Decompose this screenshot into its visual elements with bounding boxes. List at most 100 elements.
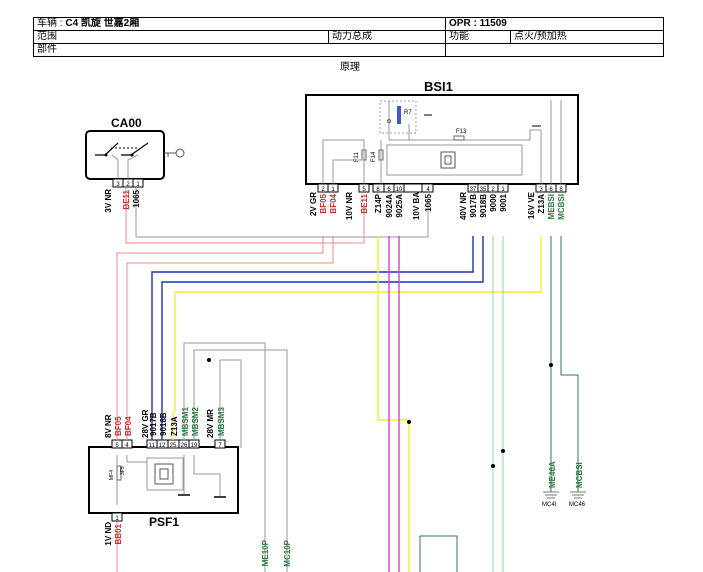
- bsi-wire-9024a: 9024A: [385, 194, 394, 218]
- ca00-conn-pin: 2: [126, 182, 130, 188]
- junction-dot: [207, 358, 211, 362]
- psf-module: PSF1 MF4 3F5 5 4 11 12 25 26 19 7: [88, 407, 239, 546]
- bsi-conn-e-pin: 8: [559, 187, 563, 193]
- ca00-wire-1065: 1065: [132, 189, 141, 207]
- bsi-conn-d-pin: 35: [480, 187, 487, 193]
- wire-stub: [419, 535, 458, 572]
- bsi-conn-e-pin: 3: [539, 187, 543, 193]
- vehicle-value: C4 凯旋 世嘉2厢: [65, 18, 140, 30]
- bsi-conn-b-pin: 5: [362, 187, 366, 193]
- psf-wire-bb01: BB01: [114, 523, 123, 544]
- bsi-box: [305, 94, 579, 185]
- psf-wire-mbsm3: MBSM3: [217, 407, 226, 436]
- ca00-conn-box: [112, 178, 144, 188]
- psf-conn-b-pin: 26: [181, 443, 188, 449]
- bsi-title: BSI1: [424, 79, 453, 94]
- part-value: [445, 43, 664, 57]
- bsi-conn-a-pin: 1: [331, 187, 335, 193]
- psf-title: PSF1: [149, 515, 179, 529]
- junction-dot: [407, 420, 411, 424]
- psf-internal-wire: [193, 455, 221, 496]
- psf-chip-core: [159, 468, 169, 480]
- bsi-conn-d-pin: 2: [491, 187, 495, 193]
- psf-internal-wire: [126, 455, 147, 463]
- bsi-conn-a-label: 2V GR: [309, 192, 318, 216]
- wire-me46a-label: ME46A: [548, 461, 557, 488]
- bsi-wire-1065: 1065: [424, 193, 433, 211]
- ca00-wire: [127, 154, 139, 179]
- wire-z13a: [174, 236, 542, 412]
- wire-9018b: [161, 236, 484, 412]
- bsi-conn-c-pin: 4: [426, 187, 430, 193]
- bsi-conn-b-label: 10V NR: [345, 192, 354, 220]
- psf-conn-b-label: 28V GR: [141, 409, 150, 438]
- wire-mbsm1: [183, 342, 266, 572]
- bsi-wire-z13a: Z13A: [537, 194, 546, 214]
- bsi-conn-b-box: [358, 183, 370, 193]
- psf-wire-mbsm1: MBSM1: [181, 407, 190, 436]
- bsi-wire-mebsi: MEBSI: [547, 194, 556, 219]
- wire-bf04: [126, 236, 334, 412]
- psf-conn-b-pin: 11: [149, 443, 156, 449]
- psf-wire-z13a: Z13A: [170, 416, 179, 436]
- bsi-conn-d-pin: 37: [470, 187, 477, 193]
- wire-me10p-label: ME10P: [261, 539, 270, 566]
- bsi-internal-module: [386, 144, 523, 176]
- psf-conn-a-pin: 4: [125, 443, 129, 449]
- bsi-f14-label: F14: [371, 151, 377, 162]
- vehicle-label: 车辆 :: [37, 18, 66, 30]
- bsi-conn-e-box: [535, 183, 567, 193]
- bsi-r7-label: R7: [404, 110, 412, 116]
- psf-mf4-label: MF4: [109, 470, 115, 480]
- junction-dot: [501, 449, 505, 453]
- ca00-conn-pin: 1: [136, 182, 140, 188]
- ca00-switch: CA00 3 2 1 3V NR BE11 1065: [85, 116, 185, 217]
- wire-mbsm3: [219, 359, 242, 448]
- ca00-switch-line: [95, 142, 119, 156]
- psf-conn-a-pin: 5: [115, 443, 119, 449]
- bsi-conn-c-pin: 6: [387, 187, 391, 193]
- psf-conn-b-pin: 12: [159, 443, 166, 449]
- psf-conn-c-pin: 7: [218, 443, 222, 449]
- bsi-wire-9001: 9001: [499, 193, 508, 211]
- bsi-connectors: 2 1 5 8 6 10 4 37 35 2 1 3 6 8: [317, 183, 567, 193]
- psf-conn-d-pin: 1: [115, 516, 119, 522]
- wire-mc10p-label: MC10P: [283, 539, 292, 566]
- bsi-wire-9017b: 9017B: [469, 194, 478, 218]
- bsi-wire-bf04: BF04: [329, 193, 338, 213]
- ground-mc46-label: MC46: [569, 502, 586, 508]
- psf-chip-icon: [154, 463, 174, 485]
- bsi-relay-box: [379, 100, 417, 134]
- bsi-wire-9000: 9000: [489, 193, 498, 211]
- ca00-conn-label: 3V NR: [104, 189, 113, 213]
- bsi-internal-wire: [322, 139, 365, 184]
- psf-wire-bf05: BF05: [114, 416, 123, 436]
- bsi-internal-wire: [529, 129, 542, 184]
- bsi-module: BSI1 R7 F13 F11 F14: [305, 79, 579, 185]
- bsi-f13-label: F13: [456, 129, 467, 135]
- bsi-wire-z14p: Z14P: [374, 193, 383, 213]
- wire-mbsm2: [193, 349, 288, 572]
- psf-conn-c-label: 28V MR: [206, 409, 215, 438]
- bsi-conn-c-tail-label: 10V BA: [412, 192, 421, 220]
- psf-conn-d-label: 1V ND: [104, 522, 113, 546]
- key-icon: [164, 148, 185, 158]
- wire-be11-ca: [125, 205, 365, 244]
- ca00-title: CA00: [111, 116, 142, 130]
- wire-mcbsi: [560, 236, 579, 452]
- wire-mcbsi-low-label: MCBSI: [575, 462, 584, 488]
- wire-1065: [135, 205, 429, 238]
- bsi-conn-c-pin: 8: [376, 187, 380, 193]
- psf-wire-mbsm2: MBSM2: [191, 407, 200, 436]
- ground-symbols: ME46A MCBSI MC4I MC46: [542, 452, 586, 508]
- bsi-f13-fuse: [453, 135, 465, 141]
- ca00-switch-line: [121, 142, 149, 156]
- opr-label: OPR :: [449, 18, 480, 30]
- ca00-contact: [130, 153, 134, 157]
- wire-bf05: [116, 236, 324, 412]
- wire-z14p: [377, 236, 410, 572]
- psf-conn-a-label: 8V NR: [104, 414, 113, 438]
- bsi-chip-core: [444, 155, 452, 165]
- bsi-conn-d-pin: 1: [501, 187, 505, 193]
